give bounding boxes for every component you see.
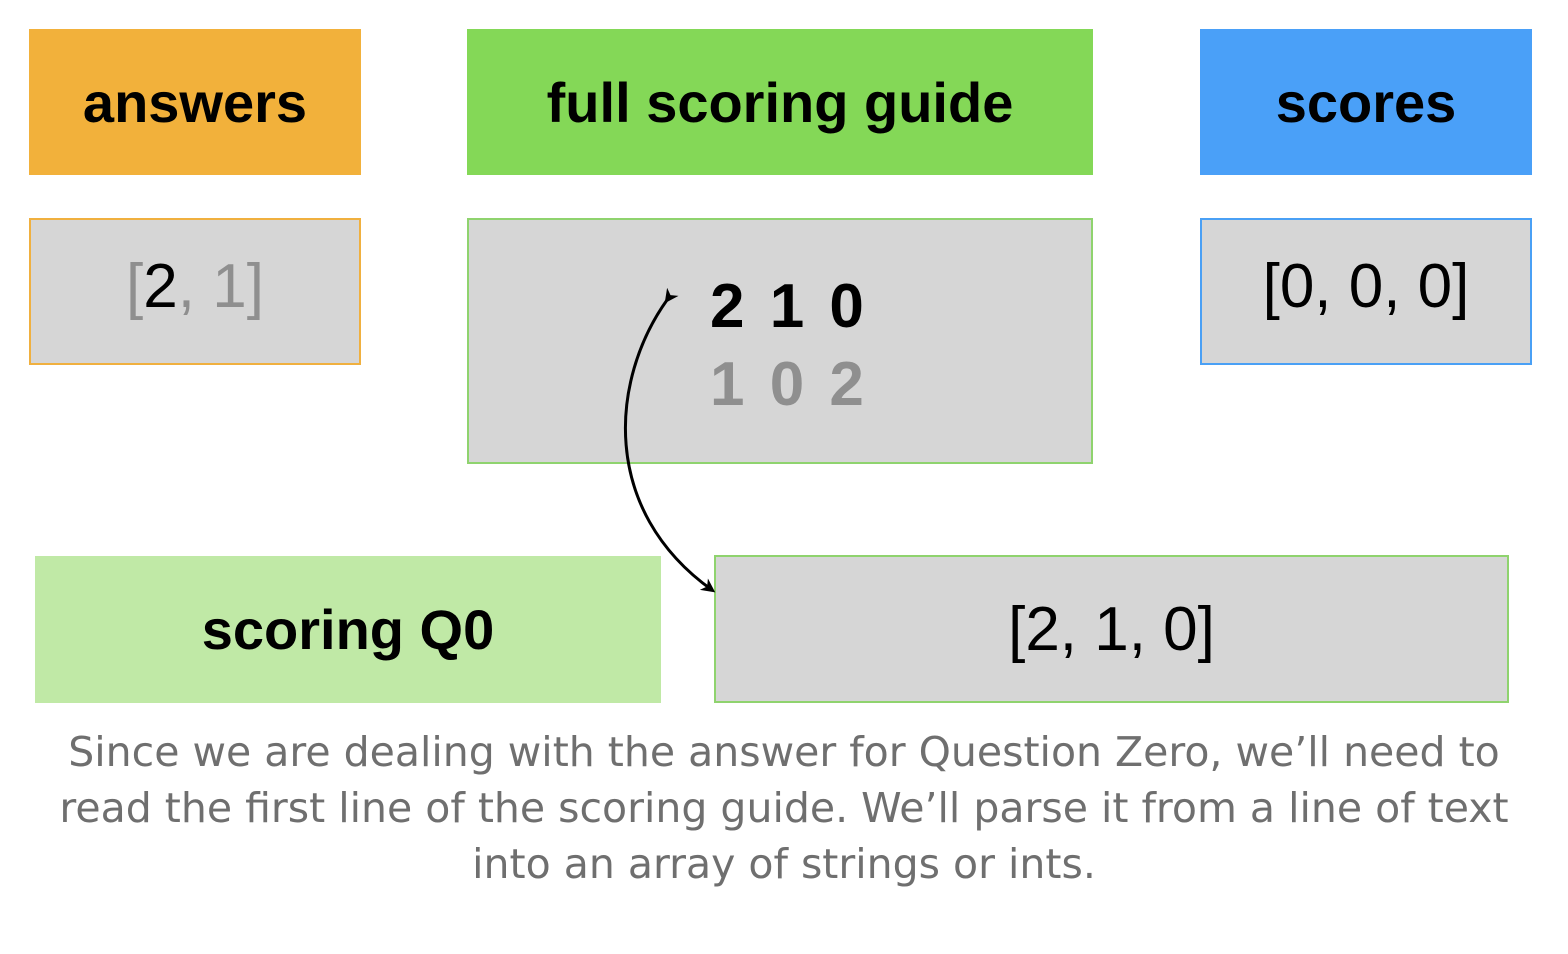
scores-value-box: [0, 0, 0] [1200, 218, 1532, 365]
scores-header: scores [1200, 29, 1532, 175]
scoring-q0-header-label: scoring Q0 [201, 598, 495, 661]
scores-array: [0, 0, 0] [1262, 252, 1470, 321]
scores-header-label: scores [1275, 70, 1457, 134]
scoring-q0-value-box: [2, 1, 0] [714, 555, 1509, 703]
answers-close-bracket: ] [246, 252, 264, 321]
scoring-q0-array: [2, 1, 0] [1008, 594, 1215, 664]
scoring-q0-header: scoring Q0 [35, 556, 661, 703]
scoring-guide-lines: 2 1 0 1 0 2 [710, 268, 868, 424]
full-scoring-guide-header: full scoring guide [467, 29, 1093, 175]
caption-line-2: read the first line of the scoring guide… [59, 784, 1509, 832]
caption-text: Since we are dealing with the answer for… [30, 724, 1538, 892]
scoring-guide-line-1: 2 1 0 [710, 272, 868, 341]
answers-header-label: answers [82, 70, 308, 134]
answers-value-box: [2, 1] [29, 218, 361, 365]
scoring-guide-line-2: 1 0 2 [710, 350, 868, 419]
answers-second-value: 1 [212, 252, 247, 321]
caption-line-3: into an array of strings or ints. [472, 840, 1096, 888]
full-scoring-guide-header-label: full scoring guide [546, 70, 1014, 134]
answers-first-value: 2 [143, 252, 178, 321]
full-scoring-guide-box [467, 218, 1093, 464]
answers-separator: , [177, 252, 213, 321]
answers-array: [2, 1] [126, 251, 264, 322]
answers-header: answers [29, 29, 361, 175]
caption-line-1: Since we are dealing with the answer for… [68, 728, 1500, 776]
answers-open-bracket: [ [126, 252, 144, 321]
